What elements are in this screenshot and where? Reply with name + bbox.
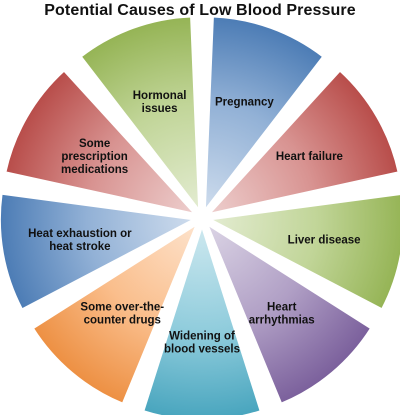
segment-label-line: heat stroke — [49, 241, 110, 253]
segment-label-line: Some over-the- — [80, 301, 164, 313]
segment-label-line: Heart failure — [276, 151, 343, 163]
segment-label-line: prescription — [61, 151, 127, 163]
segment-label-line: Liver disease — [288, 235, 361, 247]
segment-label-2: Heart failure — [276, 151, 343, 163]
segment-label-6: Some over-the-counter drugs — [80, 301, 164, 326]
segment-label-line: blood vessels — [164, 344, 240, 356]
wedge-1 — [204, 15, 324, 211]
wedge-9 — [80, 15, 200, 211]
page-title: Potential Causes of Low Blood Pressure — [44, 2, 356, 19]
segment-label-line: counter drugs — [84, 314, 161, 326]
segment-label-line: Widening of — [169, 331, 235, 343]
wedge-4 — [207, 224, 372, 405]
wedge-6 — [32, 224, 197, 405]
segment-label-line: Heat exhaustion or — [28, 228, 132, 240]
wedge-5 — [142, 226, 262, 415]
segment-label-line: Heart — [267, 301, 297, 313]
segment-label-3: Liver disease — [288, 235, 361, 247]
segment-label-line: Pregnancy — [215, 96, 274, 108]
wedge-8 — [4, 70, 195, 215]
segment-label-1: Pregnancy — [215, 96, 274, 108]
wedge-3 — [210, 193, 400, 310]
segment-label-line: issues — [142, 103, 178, 115]
segment-label-line: arrhythmias — [249, 314, 315, 326]
segment-label-line: Some — [79, 138, 110, 150]
wedge-2 — [209, 70, 400, 215]
segment-label-line: medications — [61, 164, 128, 176]
segment-label-line: Hormonal — [133, 90, 187, 102]
wedge-7 — [0, 193, 194, 310]
